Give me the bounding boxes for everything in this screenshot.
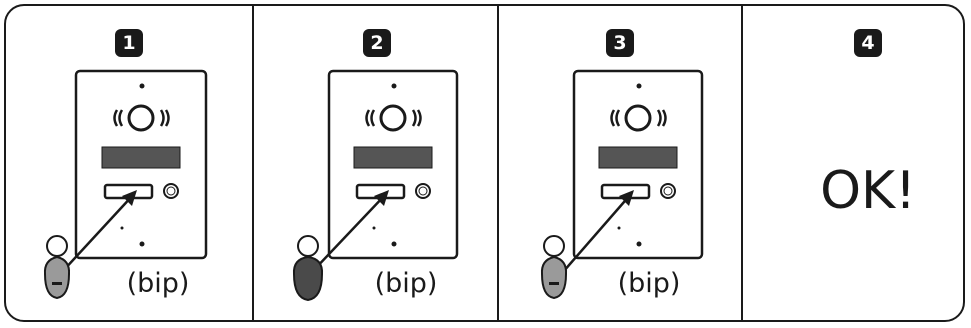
panel-divider (252, 6, 254, 320)
rfid-tag-icon (292, 255, 324, 302)
panel-divider (741, 6, 743, 320)
rfid-tag-icon (43, 255, 71, 300)
key-ring-icon (297, 235, 319, 257)
success-message: OK! (820, 161, 916, 221)
key-ring-icon (543, 235, 565, 257)
intercom-panel-illustration (43, 69, 208, 300)
step-number-badge: 3 (606, 29, 634, 57)
step-panel-3: 3 (bip) (499, 6, 741, 320)
screw-bottom (139, 241, 145, 247)
instruction-frame: 1 (bip) 2 (4, 4, 965, 322)
step-panel-1: 1 (bip) (6, 6, 252, 320)
rfid-tag-icon (540, 255, 568, 300)
led-left (113, 109, 119, 127)
intercom-plate (572, 69, 704, 260)
step-number-badge: 1 (115, 29, 143, 57)
call-button (415, 183, 431, 199)
speaker-grille (598, 146, 678, 169)
swipe-arrow (562, 193, 632, 273)
call-button (163, 183, 179, 199)
led-right (159, 109, 165, 127)
step-number-badge: 4 (854, 29, 882, 57)
swipe-arrow (311, 193, 387, 273)
microphone-dot (120, 226, 124, 230)
step-number-badge: 2 (363, 29, 391, 57)
swipe-arrow (61, 193, 135, 273)
screw-top (139, 83, 145, 89)
intercom-panel-illustration (540, 69, 704, 300)
step-panel-4: 4 OK! (743, 6, 963, 320)
intercom-panel-illustration (292, 69, 459, 302)
camera-lens-icon (127, 104, 155, 132)
panel-divider (497, 6, 499, 320)
step-panel-2: 2 (bip) (254, 6, 497, 320)
speaker-grille (101, 146, 181, 169)
intercom-plate (327, 69, 459, 260)
speaker-grille (353, 146, 433, 169)
beep-caption: (bip) (126, 268, 190, 299)
key-ring-icon (46, 235, 68, 257)
beep-caption: (bip) (617, 268, 681, 299)
intercom-plate (74, 69, 208, 260)
call-button (660, 183, 676, 199)
camera-lens-icon (379, 104, 407, 132)
camera-lens-icon (624, 104, 652, 132)
beep-caption: (bip) (374, 268, 438, 299)
